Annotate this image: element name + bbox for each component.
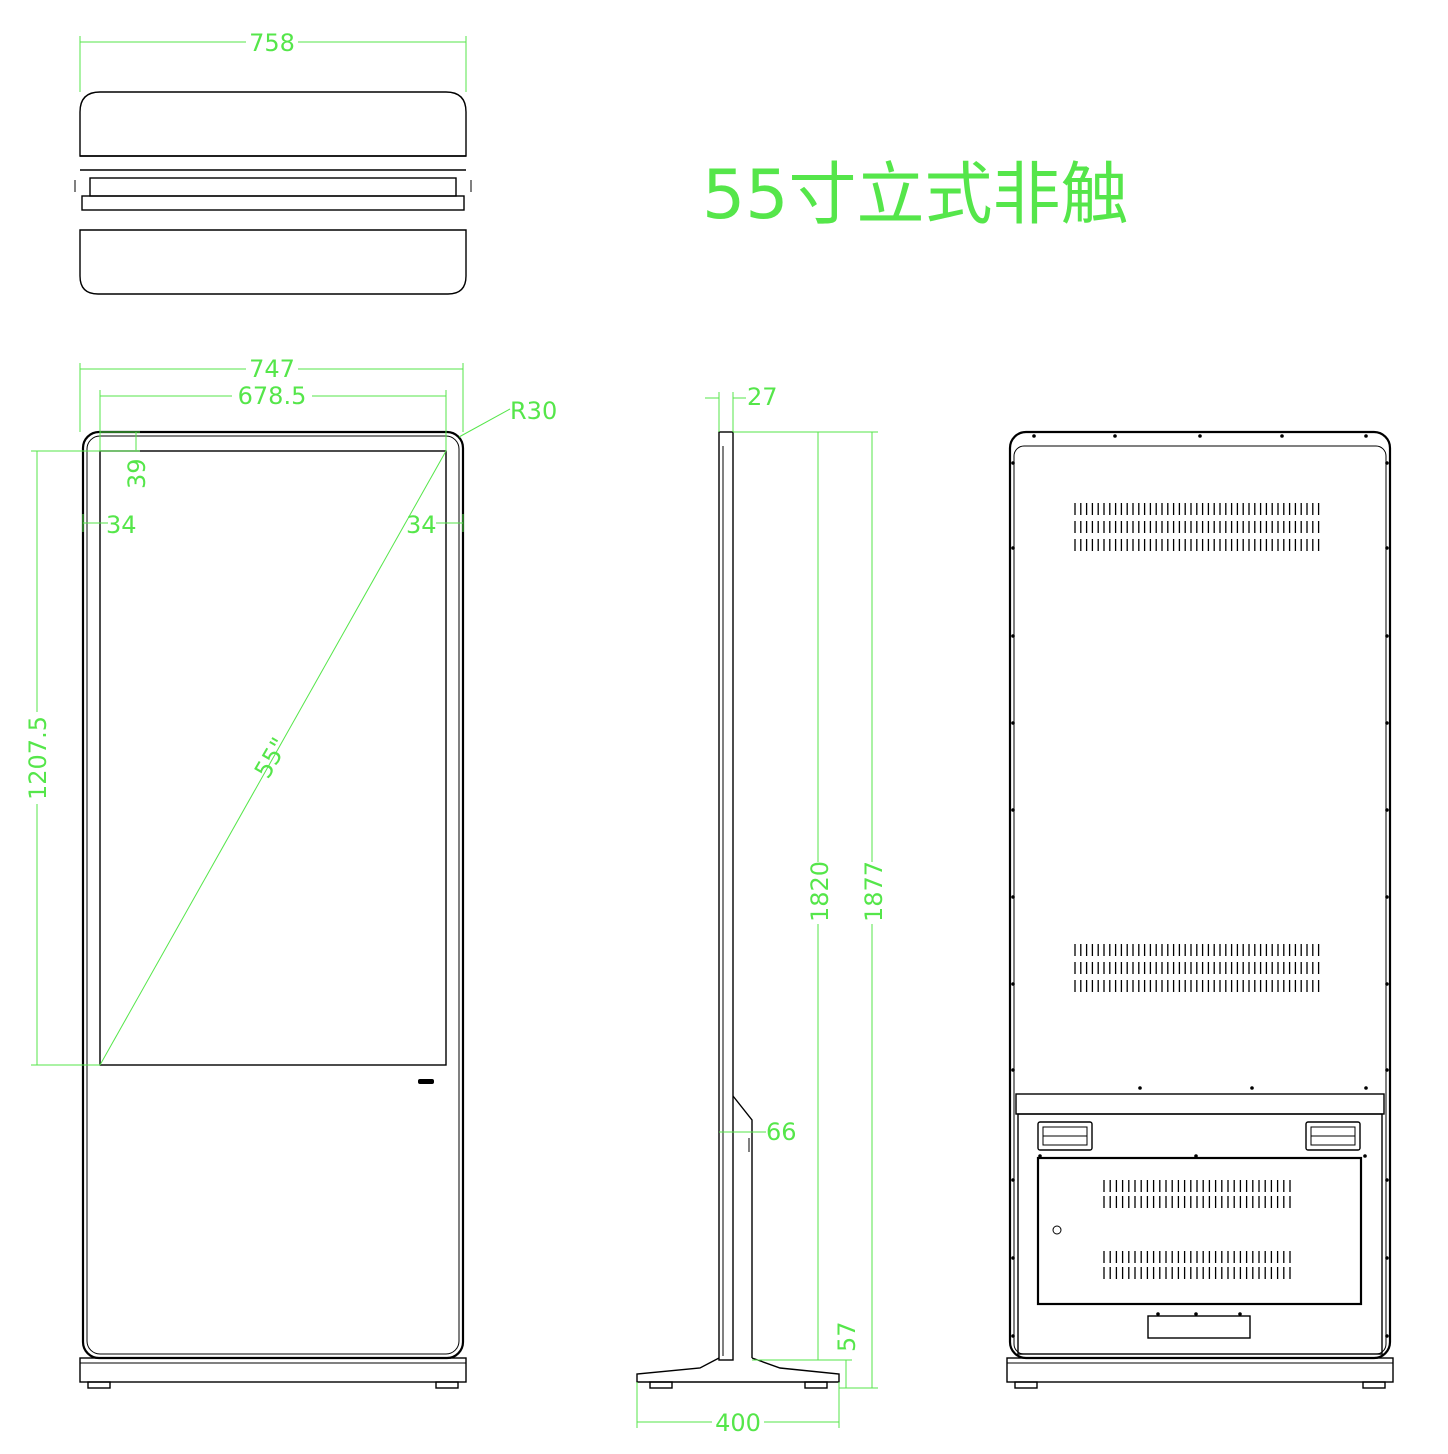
io-port-panel: [1147, 1315, 1251, 1339]
label-body-height: 1820: [806, 861, 834, 922]
dimension-side-thickness: 27: [705, 383, 778, 432]
dimension-diagonal: 55": [99, 450, 447, 1066]
drawing-title: 55寸立式非触: [702, 156, 1129, 235]
dimension-screen-width: 678.5: [99, 382, 447, 451]
label-top-bezel: 39: [123, 458, 151, 489]
rear-screw-holes: [1011, 434, 1389, 1338]
label-top-width: 758: [249, 29, 295, 57]
rear-view: [1006, 430, 1394, 1389]
label-right-bezel: 34: [406, 511, 437, 539]
label-base-height: 57: [833, 1321, 861, 1352]
dimension-corner-radius: R30: [458, 397, 557, 438]
dimension-body-height: 1820: [733, 431, 852, 1361]
top-view: [74, 91, 472, 295]
label-base-depth: 400: [715, 1409, 761, 1437]
label-screen-width: 678.5: [238, 382, 307, 410]
dimension-total-height: 1877: [824, 431, 888, 1389]
label-diagonal: 55": [249, 733, 294, 783]
label-bracket-depth: 66: [766, 1118, 797, 1146]
dimension-top-width: 758: [79, 28, 467, 92]
dimension-right-bezel: 34: [406, 511, 464, 539]
dimension-screen-height: 1207.5: [24, 450, 100, 1066]
vent-grille-box-lower: [1103, 1251, 1291, 1279]
label-screen-height: 1207.5: [24, 716, 52, 800]
front-view: [79, 430, 467, 1389]
dimension-bracket-depth: 66: [719, 1118, 797, 1146]
vent-grille-box-upper: [1103, 1180, 1291, 1208]
side-view: [636, 431, 840, 1389]
dimension-base-depth: 400: [636, 1382, 840, 1437]
dimension-front-width: 747: [79, 355, 464, 432]
vent-grille-upper: [1074, 503, 1320, 551]
label-front-width: 747: [249, 355, 295, 383]
ir-sensor-icon: [418, 1079, 434, 1084]
dimension-top-bezel: 39: [100, 431, 151, 489]
vent-grille-lower: [1074, 944, 1320, 992]
label-left-bezel: 34: [106, 511, 137, 539]
dimension-left-bezel: 34: [82, 511, 137, 539]
label-corner-radius: R30: [510, 397, 557, 425]
dimension-base-height: 57: [833, 1321, 861, 1389]
lock-icon: [1052, 1225, 1062, 1235]
label-side-thickness: 27: [747, 383, 778, 411]
label-total-height: 1877: [860, 861, 888, 922]
